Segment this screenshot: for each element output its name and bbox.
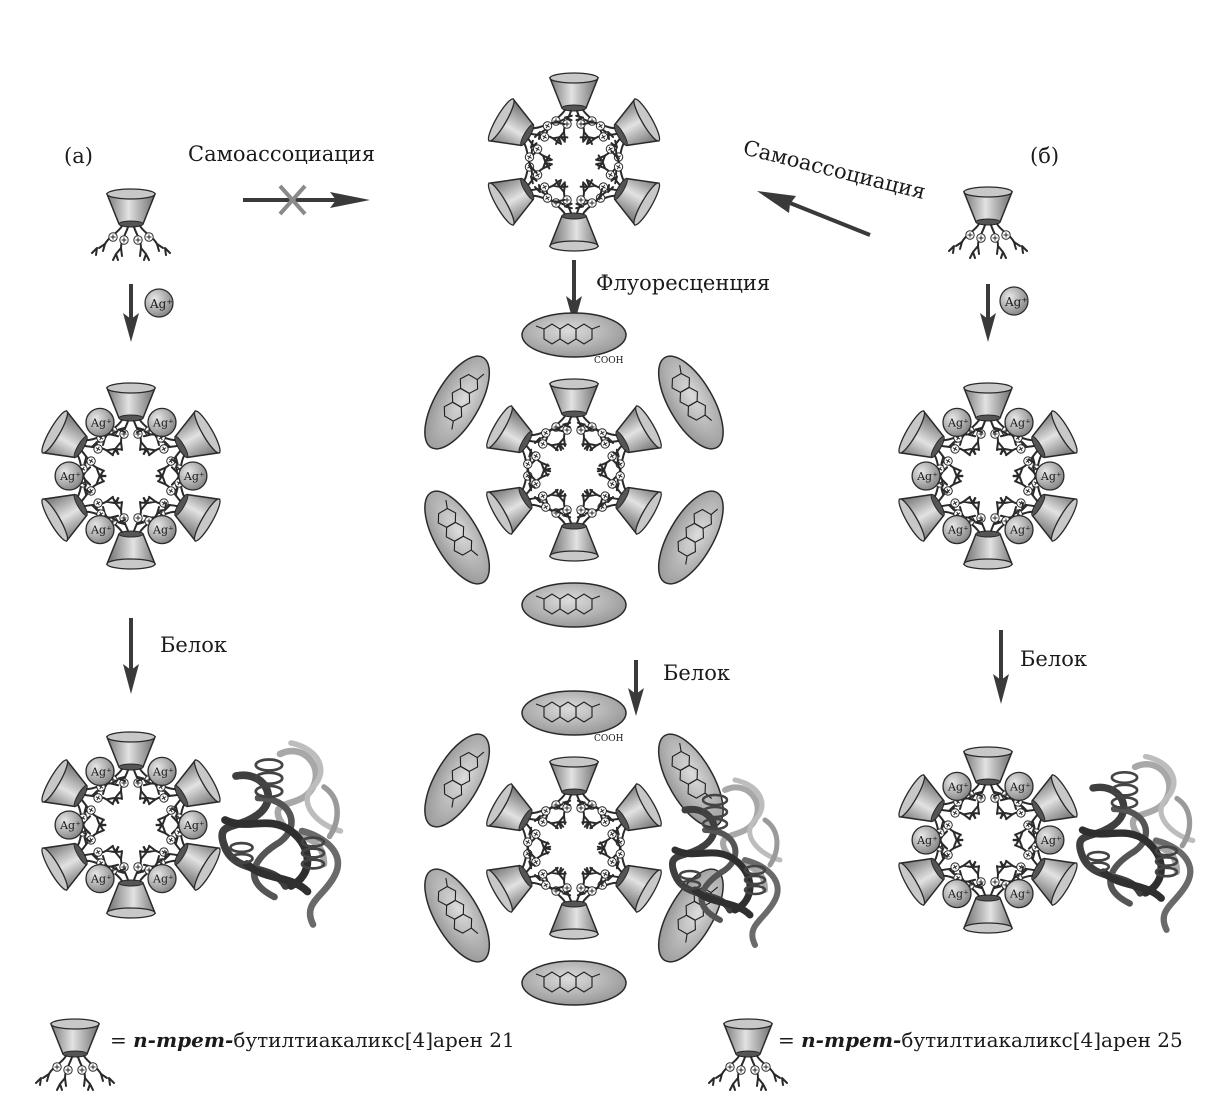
legend-calixarene-21-icon: [36, 1019, 114, 1090]
svg-text:Ag⁺: Ag⁺: [916, 834, 938, 847]
silver-ion: Ag⁺: [943, 772, 971, 800]
silver-ion: Ag⁺: [912, 462, 940, 490]
protein-arrow-left: [123, 618, 139, 694]
fluorescein-dye: [522, 313, 626, 357]
calixarene-unit: [535, 490, 613, 561]
svg-text:Ag⁺: Ag⁺: [59, 470, 81, 483]
silver-ion: Ag⁺: [943, 516, 971, 544]
silver-ion: Ag⁺: [912, 826, 940, 854]
silver-ion: Ag⁺: [1005, 880, 1033, 908]
self-assoc-left-arrow: [243, 192, 370, 208]
svg-text:Ag⁺: Ag⁺: [90, 416, 112, 429]
ag-ion-icon-right: Ag⁺: [1000, 287, 1028, 315]
silver-ion: Ag⁺: [148, 516, 176, 544]
legend-calixarene-25: = n-трет-бутилтиакаликс[4]арен 25: [778, 1028, 1183, 1052]
silver-ion: Ag⁺: [86, 408, 114, 436]
protein-structure: [222, 743, 340, 925]
calixarene-25-monomer: [949, 187, 1027, 258]
silver-ion: Ag⁺: [943, 408, 971, 436]
svg-text:Ag⁺: Ag⁺: [1040, 470, 1062, 483]
ag-hexamer-25-protein-complex: Ag⁺ Ag⁺ Ag⁺ Ag⁺ Ag⁺ Ag⁺: [888, 747, 1193, 933]
cooh-label: COOH: [594, 734, 624, 744]
protein-structure: [1080, 757, 1193, 930]
calixarene-unit: [535, 868, 613, 939]
silver-ion: Ag⁺: [148, 757, 176, 785]
panel-a-label: (а): [64, 144, 93, 168]
protein-arrow-middle: [628, 660, 644, 716]
svg-text:Ag⁺: Ag⁺: [947, 524, 969, 537]
svg-text:Ag⁺: Ag⁺: [1009, 416, 1031, 429]
silver-ion: Ag⁺: [1036, 462, 1064, 490]
svg-text:Ag⁺: Ag⁺: [152, 765, 174, 778]
silver-ion: Ag⁺: [943, 880, 971, 908]
svg-text:Ag⁺: Ag⁺: [947, 416, 969, 429]
silver-ion: Ag⁺: [1005, 408, 1033, 436]
svg-text:Ag⁺: Ag⁺: [90, 524, 112, 537]
ag-bridged-hexamer-25: Ag⁺ Ag⁺ Ag⁺ Ag⁺ Ag⁺ Ag⁺: [888, 383, 1088, 569]
ag-arrow-left: [123, 284, 139, 342]
legend-calixarene-25-icon: [709, 1019, 787, 1090]
self-assoc-right-arrow: [757, 191, 870, 235]
protein-arrow-right: [993, 630, 1009, 704]
ag-bridged-hexamer-21: Ag⁺ Ag⁺ Ag⁺ Ag⁺ Ag⁺ Ag⁺: [31, 383, 231, 569]
self-associated-hexamer: [477, 73, 670, 251]
svg-text:Ag⁺: Ag⁺: [1004, 295, 1028, 309]
svg-text:Ag⁺: Ag⁺: [90, 873, 112, 886]
self-assoc-left-label: Самоассоциация: [188, 142, 375, 166]
svg-text:Ag⁺: Ag⁺: [59, 819, 81, 832]
svg-text:Ag⁺: Ag⁺: [916, 470, 938, 483]
calixarene-unit: [535, 379, 613, 450]
silver-ion: Ag⁺: [55, 462, 83, 490]
silver-ion: Ag⁺: [179, 462, 207, 490]
svg-text:Ag⁺: Ag⁺: [152, 873, 174, 886]
dye-loaded-hexamer: COOH: [412, 313, 736, 627]
svg-text:Ag⁺: Ag⁺: [183, 470, 205, 483]
svg-text:Ag⁺: Ag⁺: [947, 888, 969, 901]
fluorescence-label: Флуоресценция: [596, 271, 770, 295]
ag-ion-icon-left: Ag⁺: [145, 289, 173, 317]
svg-text:Ag⁺: Ag⁺: [183, 819, 205, 832]
silver-ion: Ag⁺: [1036, 826, 1064, 854]
ag-arrow-right: [980, 284, 996, 342]
protein-label-right: Белок: [1020, 647, 1087, 671]
ag-hexamer-21-protein-complex: Ag⁺ Ag⁺ Ag⁺ Ag⁺ Ag⁺ Ag⁺: [31, 732, 341, 925]
svg-text:Ag⁺: Ag⁺: [1009, 524, 1031, 537]
svg-text:Ag⁺: Ag⁺: [152, 416, 174, 429]
silver-ion: Ag⁺: [179, 811, 207, 839]
silver-ion: Ag⁺: [1005, 772, 1033, 800]
silver-ion: Ag⁺: [86, 516, 114, 544]
protein-label-left: Белок: [160, 633, 227, 657]
silver-ion: Ag⁺: [86, 865, 114, 893]
calixarene-unit: [535, 757, 613, 828]
silver-ion: Ag⁺: [148, 865, 176, 893]
fluorescein-dye: [522, 961, 626, 1005]
svg-text:Ag⁺: Ag⁺: [149, 297, 173, 311]
fluorescein-dye: [522, 583, 626, 627]
silver-ion: Ag⁺: [86, 757, 114, 785]
calixarene-21-monomer: [92, 189, 170, 260]
svg-text:Ag⁺: Ag⁺: [1040, 834, 1062, 847]
panel-b-label: (б): [1030, 144, 1059, 168]
svg-text:Ag⁺: Ag⁺: [90, 765, 112, 778]
legend-calixarene-21: = n-трет-бутилтиакаликс[4]арен 21: [110, 1028, 515, 1052]
svg-text:Ag⁺: Ag⁺: [947, 780, 969, 793]
silver-ion: Ag⁺: [1005, 516, 1033, 544]
fluorescein-dye: [522, 691, 626, 735]
svg-text:Ag⁺: Ag⁺: [1009, 888, 1031, 901]
svg-text:Ag⁺: Ag⁺: [152, 524, 174, 537]
svg-text:Ag⁺: Ag⁺: [1009, 780, 1031, 793]
silver-ion: Ag⁺: [148, 408, 176, 436]
protein-label-middle: Белок: [663, 661, 730, 685]
silver-ion: Ag⁺: [55, 811, 83, 839]
cooh-label: COOH: [594, 356, 624, 366]
dye-hexamer-protein-complex: COOH: [412, 691, 780, 1005]
